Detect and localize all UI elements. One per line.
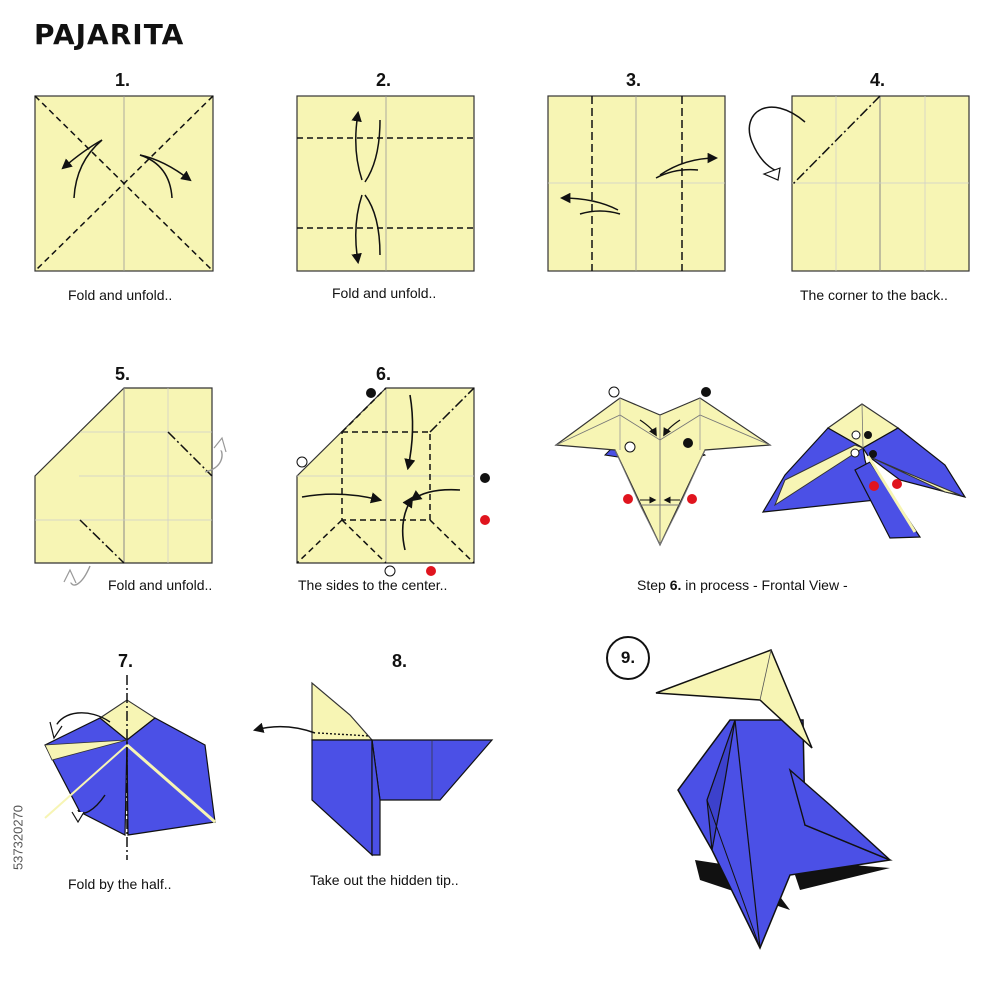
caption-step-6: The sides to the center.. [298, 577, 448, 593]
diagram-step-7 [44, 675, 216, 860]
step-number-4: 4. [870, 70, 886, 90]
step-number-7: 7. [118, 651, 134, 671]
step-number-2: 2. [376, 70, 392, 90]
diagram-step-4 [748, 95, 970, 272]
caption-step-1: Fold and unfold.. [68, 287, 173, 303]
diagram-step-6-frontal-b [761, 403, 967, 539]
caption-step-8: Take out the hidden tip.. [310, 872, 459, 888]
caption-step-4: The corner to the back.. [800, 287, 948, 303]
step-number-3: 3. [626, 70, 642, 90]
step-number-9: 9. [606, 636, 650, 680]
diagram-step-1 [34, 95, 214, 272]
diagram-step-9-bird [655, 649, 893, 950]
diagram-step-2 [296, 95, 475, 272]
diagram-step-6-frontal-a [554, 386, 772, 547]
caption-step-5: Fold and unfold.. [108, 577, 213, 593]
step-number-8: 8. [392, 651, 408, 671]
step-number-6: 6. [376, 364, 392, 384]
page-title: PAJARITA [34, 18, 185, 51]
caption-step-6-frontal: Step 6. in process - Frontal View - [637, 577, 848, 593]
step-number-5: 5. [115, 364, 131, 384]
step-number-1: 1. [115, 70, 131, 90]
diagram-step-3 [547, 95, 726, 272]
diagram-step-6 [296, 387, 490, 577]
diagram-step-5 [34, 387, 227, 586]
caption-step-7: Fold by the half.. [68, 876, 172, 892]
caption-step-2: Fold and unfold.. [332, 285, 437, 301]
diagram-step-8 [252, 681, 494, 857]
